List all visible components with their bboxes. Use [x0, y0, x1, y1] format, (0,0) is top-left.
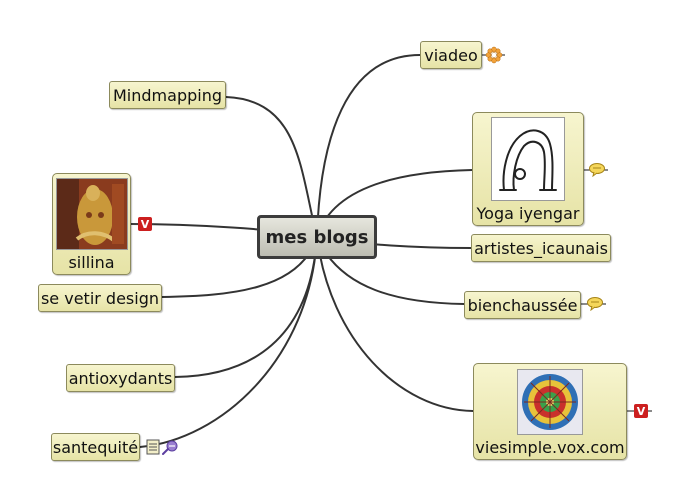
topic-yoga-iyengar[interactable]: Yoga iyengar: [472, 112, 584, 226]
yoga-pose-image: [491, 117, 565, 201]
topic-sillina-label: sillina: [68, 253, 115, 272]
speech-bubble-icon: [587, 297, 603, 311]
vox-badge-icon[interactable]: V: [138, 217, 152, 231]
topic-sillina[interactable]: sillina: [52, 173, 131, 275]
topic-mindmapping[interactable]: Mindmapping: [109, 81, 226, 109]
topic-artistes-icaunais[interactable]: artistes_icaunais: [471, 234, 611, 262]
link-mindmapping: [225, 96, 318, 238]
link-santequite: [139, 236, 318, 448]
link-viadeo: [316, 54, 421, 238]
topic-viesimple-label: viesimple.vox.com: [475, 438, 625, 457]
topic-santequite[interactable]: santequité: [51, 433, 140, 461]
sillina-painting-image: [55, 178, 128, 250]
notes-icon: [146, 439, 160, 455]
link-icon[interactable]: [161, 439, 179, 457]
topic-viesimple[interactable]: viesimple.vox.com: [473, 363, 627, 460]
topic-se-vetir-design[interactable]: se vetir design: [38, 284, 162, 312]
topic-antioxydants[interactable]: antioxydants: [66, 364, 175, 392]
topic-viadeo[interactable]: viadeo: [420, 41, 482, 69]
vox-badge-icon[interactable]: V: [634, 404, 648, 418]
central-topic[interactable]: mes blogs: [257, 215, 377, 259]
topic-bienchaussee[interactable]: bienchaussée: [464, 291, 581, 319]
speech-bubble-icon: [589, 163, 605, 177]
link-viesimple: [316, 236, 474, 412]
topic-yoga-label: Yoga iyengar: [476, 204, 580, 223]
flower-icon: [485, 46, 503, 64]
mandala-image: [517, 369, 583, 435]
